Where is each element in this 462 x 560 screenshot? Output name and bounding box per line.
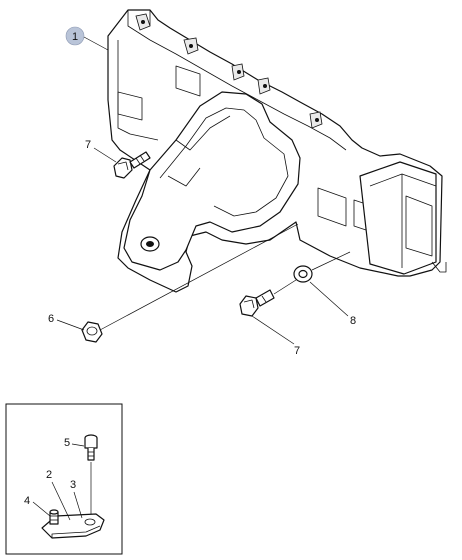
callout-7-upper-leader (93, 147, 117, 163)
bolt-7-lower-alignment-line (273, 279, 297, 295)
bolt-7-lower (239, 289, 275, 317)
callout-7-lower-label: 7 (294, 345, 300, 357)
nut-6-alignment-line (99, 223, 299, 331)
callout-2-leader (51, 481, 71, 521)
bolt-7-upper (113, 151, 151, 179)
callout-1-leader (83, 36, 109, 51)
washer-8-alignment-line (311, 251, 351, 271)
callout-5-label: 5 (64, 437, 70, 449)
callout-7-lower-leader (251, 315, 295, 345)
screw-5 (84, 434, 98, 461)
callout-7-upper-label: 7 (85, 139, 91, 151)
callout-3-leader (73, 491, 83, 519)
callout-6-leader (56, 319, 85, 331)
washer-8 (293, 265, 313, 283)
callout-4-label: 4 (24, 495, 30, 507)
callout-8-leader (309, 281, 349, 317)
callout-6-label: 6 (48, 313, 54, 325)
mounting-bracket (107, 9, 447, 293)
detail-inset: 5 2 3 4 (5, 403, 123, 555)
callout-5-leader (71, 443, 85, 447)
callout-1-badge[interactable]: 1 (65, 26, 109, 51)
callout-2-label: 2 (46, 469, 52, 481)
callout-3-label: 3 (70, 479, 76, 491)
callout-8-label: 8 (350, 315, 356, 327)
stud-4 (49, 509, 59, 525)
nut-6 (81, 321, 103, 343)
callout-4-leader (32, 501, 51, 517)
callout-1-label: 1 (72, 31, 78, 43)
